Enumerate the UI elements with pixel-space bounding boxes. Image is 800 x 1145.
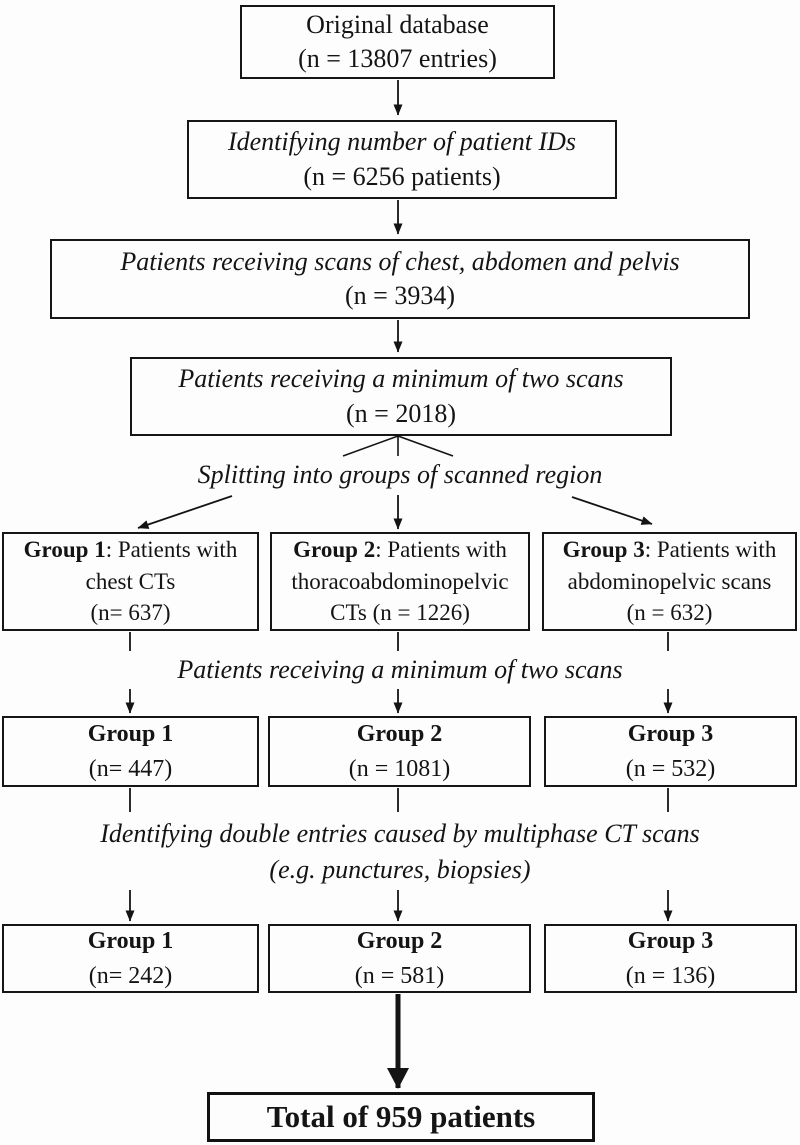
stubs-row1-to-label [129, 632, 669, 651]
group-count: (n = 632) [626, 600, 713, 626]
box-group2-definition: Group 2: Patients with thoracoabdominope… [270, 532, 530, 631]
label-splitting: Splitting into groups of scanned region [197, 460, 603, 489]
box-group1-row2: Group 1 (n= 447) [2, 716, 259, 787]
group-name: Group 1 [23, 536, 106, 562]
split-fan-lines [342, 435, 454, 457]
group-count: (n= 242) [88, 962, 173, 989]
arrow-split-right [571, 496, 653, 525]
box-title: Original database [306, 9, 489, 39]
group-name: Group 3 [562, 536, 645, 562]
group-name: Group 3 [627, 927, 714, 954]
box-group2-row2: Group 2 (n = 1081) [268, 716, 531, 787]
group-count: (n= 447) [88, 755, 173, 782]
group-count: (n = 1081) [348, 755, 451, 782]
box-total-patients: Total of 959 patients [207, 1092, 595, 1142]
group-title-line: Group 2: Patients with [293, 534, 507, 566]
arrow-split-left [137, 495, 233, 529]
total-label: Total of 959 patients [266, 1098, 536, 1134]
group-detail: thoracoabdominopelvic [291, 568, 509, 594]
box-group3-row2: Group 3 (n = 532) [544, 716, 797, 787]
group-rest: : Patients with [644, 536, 777, 562]
label-double-entries: Identifying double entries caused by mul… [0, 816, 800, 889]
group-rest: : Patients with [375, 536, 507, 562]
box-count: (n = 6256 patients) [303, 161, 501, 191]
box-count: (n = 3934) [345, 281, 455, 310]
group-name: Group 1 [87, 927, 174, 954]
group-title-line: Group 1: Patients with [24, 534, 238, 566]
box-original-database: Original database (n = 13807 entries) [240, 5, 555, 79]
box-count: (n = 2018) [346, 398, 456, 428]
box-title: Patients receiving a minimum of two scan… [178, 364, 624, 394]
label-min-two-scans: Patients receiving a minimum of two scan… [177, 655, 623, 684]
group-count: (n = 581) [354, 962, 445, 989]
group-count: (n = 532) [625, 755, 716, 782]
group-count: CTs (n = 1226) [330, 600, 470, 626]
group-detail: abdominopelvic scans [567, 568, 772, 594]
box-patient-ids: Identifying number of patient IDs (n = 6… [187, 120, 617, 199]
box-group1-definition: Group 1: Patients with chest CTs (n= 637… [2, 532, 259, 631]
group-name: Group 3 [627, 720, 714, 747]
label-double-entries-line1: Identifying double entries caused by mul… [100, 819, 700, 848]
box-title: Identifying number of patient IDs [227, 127, 577, 157]
box-chest-abdomen-pelvis: Patients receiving scans of chest, abdom… [50, 239, 750, 319]
stubs-row2-to-label [129, 788, 669, 812]
group-name: Group 1 [87, 720, 174, 747]
group-count: (n = 136) [625, 962, 716, 989]
box-group3-row3: Group 3 (n = 136) [544, 924, 797, 993]
group-rest: : Patients with [105, 536, 238, 562]
arrows-label-to-row2 [125, 689, 673, 714]
label-double-entries-line2: (e.g. punctures, biopsies) [269, 855, 531, 885]
box-count: (n = 13807 entries) [298, 44, 497, 73]
box-group3-definition: Group 3: Patients with abdominopelvic sc… [542, 532, 797, 631]
box-title: Patients receiving scans of chest, abdom… [120, 246, 680, 276]
group-count: (n= 637) [90, 600, 171, 626]
group-title-line: Group 3: Patients with [563, 534, 777, 566]
box-group1-row3: Group 1 (n= 242) [2, 924, 259, 993]
group-name: Group 2 [293, 536, 376, 562]
group-name: Group 2 [356, 927, 443, 954]
box-minimum-two-scans: Patients receiving a minimum of two scan… [130, 357, 672, 436]
arrows-label-to-row3 [125, 890, 673, 922]
group-detail: chest CTs [85, 568, 176, 594]
group-name: Group 2 [356, 720, 443, 747]
box-group2-row3: Group 2 (n = 581) [268, 924, 531, 993]
